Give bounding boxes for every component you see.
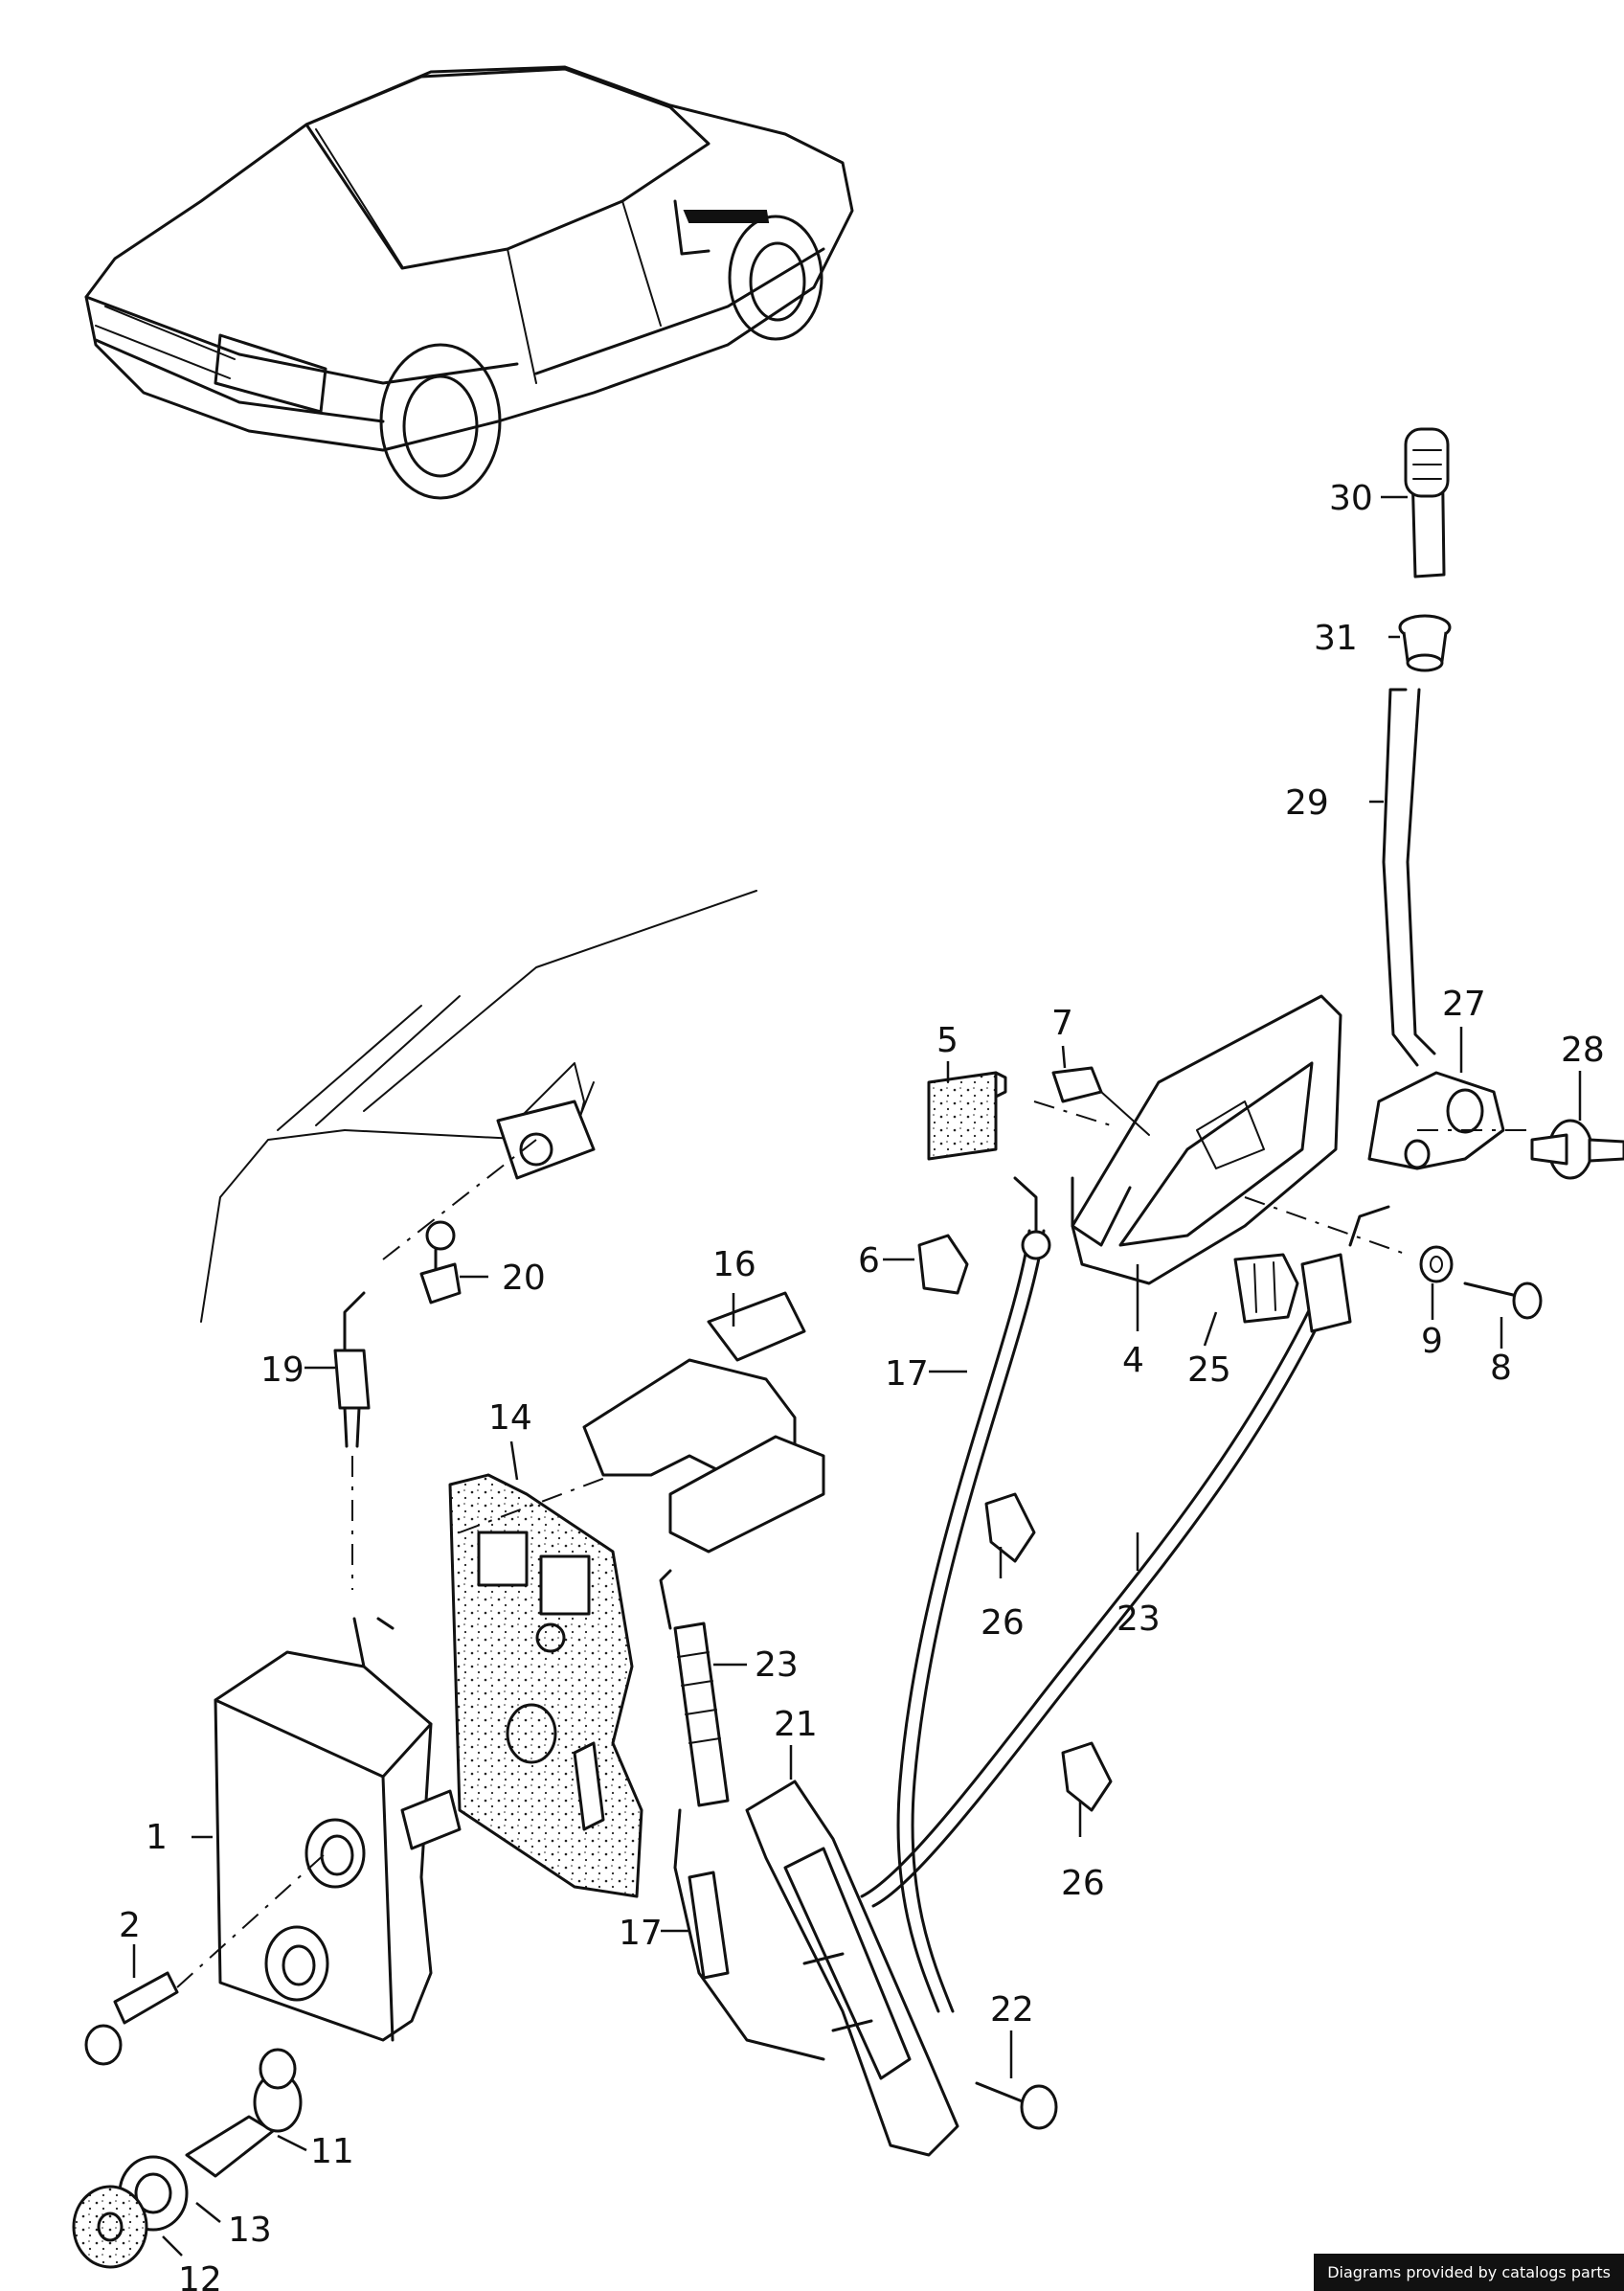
callout-23-right: 23: [1116, 1599, 1161, 1639]
part-23-cable-main: [860, 1205, 1390, 1908]
callout-labels: 1 2 4 5 6 7 8 9 11 12 13 14 16 17 17 19 …: [119, 479, 1605, 2291]
callout-5: 5: [936, 1021, 959, 1060]
callout-26-upper: 26: [981, 1603, 1025, 1643]
part-5-foam-pad: [927, 1071, 1007, 1161]
callout-12: 12: [178, 2260, 222, 2291]
callout-11: 11: [310, 2132, 354, 2171]
callout-21: 21: [774, 1705, 818, 1744]
credit-badge: Diagrams provided by catalogs parts: [1314, 2254, 1624, 2291]
callout-25: 25: [1187, 1350, 1231, 1390]
callout-17-upper: 17: [885, 1354, 929, 1394]
callout-31: 31: [1314, 619, 1358, 658]
car-overview-illustration: [84, 65, 854, 500]
callout-7: 7: [1051, 1004, 1073, 1043]
part-19-rod-end: [333, 1291, 371, 1590]
part-7-clip: [1051, 1066, 1150, 1136]
callout-13: 13: [228, 2211, 272, 2250]
callout-2: 2: [119, 1906, 141, 1945]
callout-20: 20: [502, 1259, 546, 1298]
callout-26-lower: 26: [1061, 1864, 1105, 1903]
part-30-lock-knob: [1404, 427, 1450, 578]
callout-17-lower: 17: [619, 1914, 663, 1953]
part-4-inner-handle: [1071, 994, 1342, 1285]
callout-29: 29: [1285, 783, 1329, 823]
callout-22: 22: [990, 1990, 1034, 2030]
part-17-cable-upper: [896, 1176, 1051, 2013]
part-26-cable-clip-lower: [1061, 1741, 1113, 1812]
part-14-seal-plate: [448, 1473, 643, 1898]
part-26-cable-clip-upper: [984, 1492, 1036, 1563]
callout-19: 19: [260, 1350, 304, 1390]
callout-8: 8: [1490, 1349, 1512, 1388]
callout-16: 16: [712, 1245, 756, 1284]
part-6-clip: [917, 1234, 969, 1295]
callout-leaders: [132, 495, 1582, 2257]
part-12-washer: [72, 2185, 148, 2269]
callout-27: 27: [1442, 985, 1486, 1024]
part-31-grommet: [1398, 614, 1452, 672]
callout-23-left: 23: [755, 1645, 799, 1685]
part-25-nut: [1233, 1253, 1299, 1324]
callout-1: 1: [146, 1818, 168, 1857]
part-8-screw: [1463, 1282, 1543, 1320]
part-2-screw: [84, 1852, 327, 2066]
callout-9: 9: [1421, 1322, 1443, 1361]
part-27-lever-bracket: [1367, 1071, 1505, 1170]
callout-30: 30: [1329, 479, 1373, 518]
callout-28: 28: [1561, 1031, 1605, 1070]
part-29-lock-rod: [1382, 688, 1436, 1067]
callout-14: 14: [488, 1398, 532, 1438]
part-28-screw: [1530, 1119, 1624, 1180]
part-20-link-clip: [419, 1220, 462, 1304]
part-16-bracket: [582, 1291, 825, 1554]
part-23-cable-short: [659, 1569, 730, 1807]
door-frame-outline: [200, 890, 757, 1323]
part-11-striker-bolt: [185, 2048, 303, 2178]
callout-6: 6: [858, 1241, 880, 1281]
part-17-cable-lower: [673, 1808, 825, 2061]
part-9-washer: [1419, 1245, 1454, 1283]
part-1-door-lock: [214, 1617, 462, 2042]
callout-4: 4: [1122, 1341, 1144, 1380]
part-21-handle-bracket: [745, 1780, 959, 2157]
part-22-screw: [975, 2081, 1058, 2130]
